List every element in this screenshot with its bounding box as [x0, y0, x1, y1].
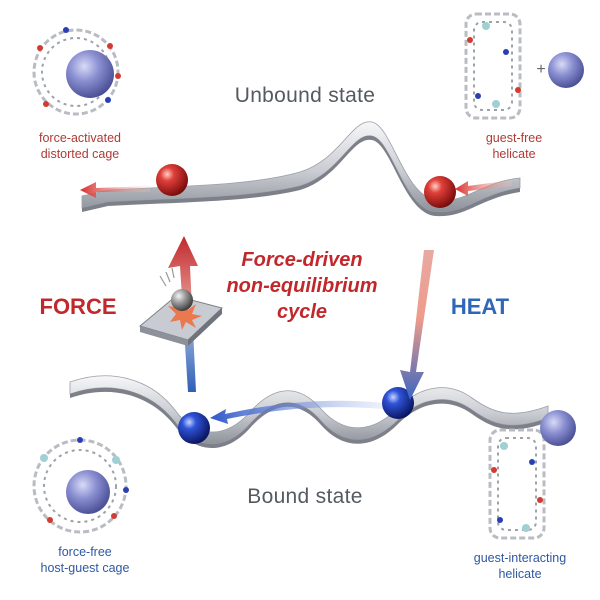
helicate-structure-bottom-right	[488, 428, 546, 540]
heat-arrow-down	[400, 250, 434, 400]
red-trail-left	[80, 182, 150, 198]
red-ball-left	[156, 164, 188, 196]
guest-bottom-left	[66, 470, 110, 514]
unbound-state-label: Unbound state	[234, 84, 376, 107]
unbound-energy-surface	[81, 121, 521, 217]
red-ball-right	[424, 176, 456, 208]
cage-structure-bottom-left	[32, 437, 129, 534]
force-arrow-up	[168, 236, 198, 392]
guest-bottom-right	[540, 410, 576, 446]
blue-ball-right	[382, 387, 414, 419]
plus-sign: +	[536, 61, 546, 78]
cycle-title: Force-driven non-equilibrium cycle	[226, 249, 378, 323]
force-label: FORCE	[39, 294, 117, 319]
guest-top-left	[66, 50, 114, 98]
bound-energy-surface	[69, 375, 549, 449]
guest-top-right	[548, 52, 584, 88]
blue-ball-left	[178, 412, 210, 444]
impact-ball	[171, 289, 193, 311]
helicate-structure-top-right	[464, 12, 522, 120]
heat-label: HEAT	[450, 294, 510, 319]
red-trail-right	[455, 180, 512, 196]
bound-state-label: Bound state	[247, 485, 363, 508]
blue-trail	[210, 400, 392, 424]
